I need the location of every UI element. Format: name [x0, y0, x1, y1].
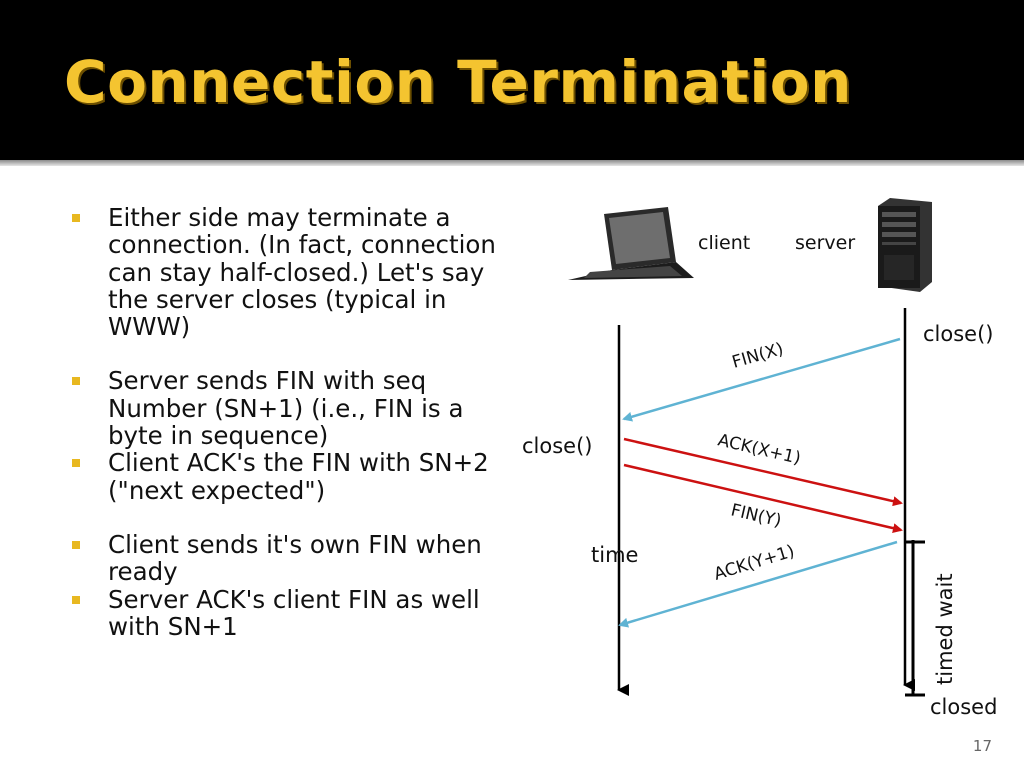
bullet-marker-icon — [72, 595, 80, 604]
fin-y-label: FIN(Y) — [729, 500, 783, 531]
title-bar — [0, 0, 1024, 160]
bullet-item: Server sends FIN with seq Number (SN+1) … — [70, 367, 500, 449]
bullet-list: Either side may terminate a connection. … — [70, 204, 500, 640]
bullet-item: Client ACK's the FIN with SN+2 ("next ex… — [70, 449, 500, 504]
fin-y-arrow — [623, 463, 903, 534]
bullet-marker-icon — [72, 377, 80, 386]
tcp-termination-diagram: client server FIN(X) ACK(X+1) FIN(Y) ACK… — [522, 198, 997, 719]
laptop-icon — [568, 207, 694, 280]
bullet-item: Server ACK's client FIN as well with SN+… — [70, 585, 500, 641]
closed-label: closed — [930, 695, 997, 719]
bullet-item: Either side may terminate a connection. … — [70, 204, 500, 340]
fin-x-label: FIN(X) — [730, 339, 786, 373]
server-label: server — [795, 232, 855, 254]
server-close-label: close() — [923, 322, 993, 346]
ack-y1-label: ACK(Y+1) — [712, 541, 797, 584]
title-divider — [0, 160, 1024, 166]
bullet-marker-icon — [72, 214, 80, 222]
client-label: client — [698, 232, 750, 254]
ack-x1-arrow — [623, 437, 903, 507]
time-label: time — [591, 543, 638, 567]
ack-y1-arrow — [618, 540, 898, 628]
bullet-marker-icon — [72, 540, 80, 549]
bullet-marker-icon — [72, 459, 80, 468]
bullet-item: Client sends it's own FIN when ready — [70, 531, 500, 586]
server-tower-icon — [878, 198, 932, 292]
timed-wait-label: timed wait — [933, 573, 957, 685]
page-number: 17 — [972, 737, 992, 755]
fin-x-arrow — [622, 337, 901, 422]
client-close-label: close() — [522, 434, 592, 458]
slide-title: Connection Termination — [64, 48, 852, 116]
timed-wait-bracket — [905, 540, 925, 697]
